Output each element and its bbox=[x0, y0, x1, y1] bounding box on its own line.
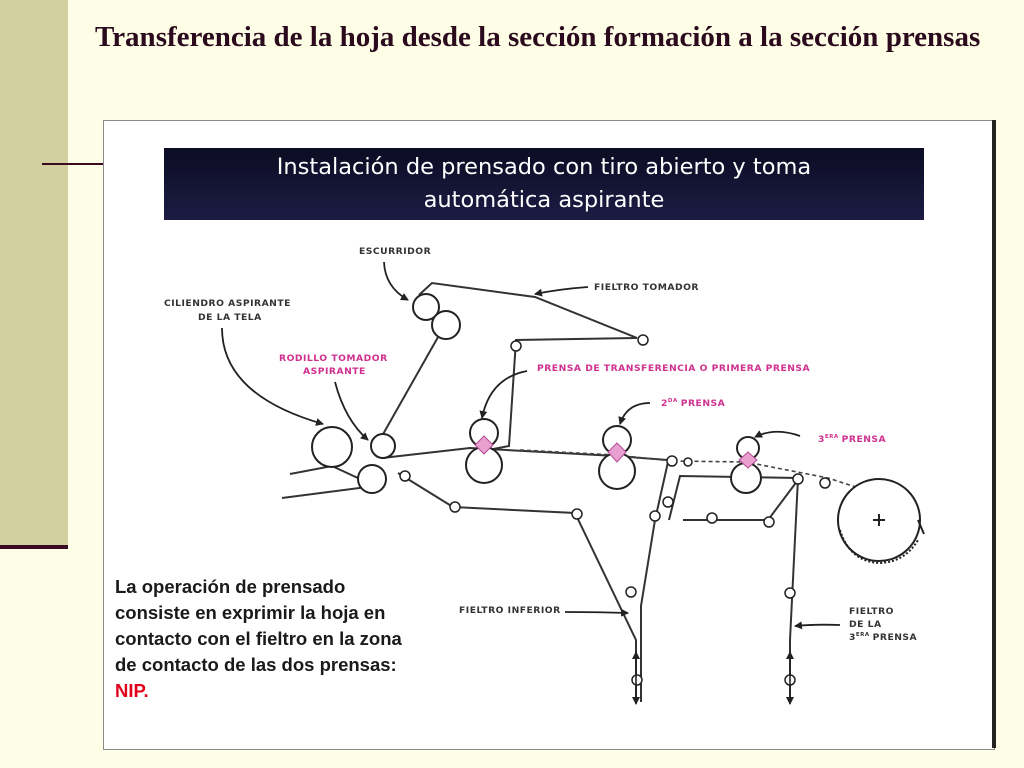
guide-roll bbox=[666, 455, 678, 467]
label-fieltro-tomador: FIELTRO TOMADOR bbox=[594, 282, 699, 293]
guide-roll bbox=[637, 334, 649, 346]
diagram-figure bbox=[103, 120, 995, 750]
figure-edge bbox=[992, 120, 996, 748]
guide-roll bbox=[631, 674, 643, 686]
paper-web-dash bbox=[519, 449, 866, 491]
caption-highlight: NIP. bbox=[115, 680, 149, 701]
caption-body: La operación de prensado consiste en exp… bbox=[115, 576, 402, 675]
label-primera-prensa: PRENSA DE TRANSFERENCIA O PRIMERA PRENSA bbox=[537, 363, 811, 374]
label-fieltro3-2: DE LA bbox=[849, 619, 882, 630]
nip-markers bbox=[474, 435, 758, 469]
arrow-cilindro bbox=[221, 327, 324, 426]
side-decoration-line bbox=[0, 545, 68, 549]
wire-section bbox=[281, 464, 379, 499]
guide-roll bbox=[510, 340, 522, 352]
wire-suction-cylinder bbox=[311, 426, 353, 468]
guide-roll bbox=[399, 470, 411, 482]
nip-marker-1 bbox=[474, 435, 494, 455]
guide-rolls bbox=[399, 334, 831, 686]
guide-roll bbox=[683, 457, 693, 467]
label-fieltro3-1: FIELTRO bbox=[849, 606, 894, 617]
top-roll bbox=[431, 310, 461, 340]
label-rodillo-1: RODILLO TOMADOR bbox=[279, 353, 388, 364]
label-cilindro-1: CILIENDRO ASPIRANTE bbox=[164, 298, 291, 309]
web-dashes bbox=[519, 449, 866, 491]
arrow-escurridor bbox=[383, 261, 409, 301]
guide-roll bbox=[792, 473, 804, 485]
arrow-segunda-prensa bbox=[618, 402, 651, 425]
banner-line-2: automática aspirante bbox=[423, 187, 665, 213]
arrow-rodillo bbox=[334, 381, 369, 441]
arrow-tercera-prensa bbox=[754, 430, 801, 438]
arrow-fieltro-inferior bbox=[564, 608, 629, 617]
arrow-primera-prensa bbox=[479, 370, 528, 419]
dryer-detail bbox=[839, 514, 925, 565]
label-cilindro-2: DE LA TELA bbox=[198, 312, 262, 323]
guide-roll bbox=[649, 510, 661, 522]
slide-title: Transferencia de la hoja desde la secció… bbox=[95, 21, 981, 53]
guide-roll bbox=[819, 477, 831, 489]
rolls bbox=[311, 293, 921, 562]
wire-lower-roll bbox=[357, 464, 387, 494]
pickup-suction-roll bbox=[370, 433, 396, 459]
title-rule bbox=[42, 163, 104, 165]
label-escurridor: ESCURRIDOR bbox=[359, 246, 431, 257]
nip-marker-3 bbox=[738, 451, 758, 469]
callout-arrows bbox=[221, 261, 841, 630]
banner-line-1: Instalación de prensado con tiro abierto… bbox=[276, 154, 812, 180]
guide-roll bbox=[571, 508, 583, 520]
guide-roll bbox=[784, 587, 796, 599]
guide-roll bbox=[625, 586, 637, 598]
arrow-fieltro-tercera bbox=[794, 621, 841, 630]
nip-marker-2 bbox=[607, 442, 627, 463]
label-rodillo-2: ASPIRANTE bbox=[303, 366, 366, 377]
bottom-felt-return bbox=[640, 461, 669, 702]
escurridor-roll bbox=[412, 293, 440, 321]
guide-roll bbox=[662, 496, 674, 508]
bottom-felt bbox=[397, 472, 637, 702]
felt-end-arrows bbox=[632, 651, 794, 705]
guide-roll bbox=[763, 516, 775, 528]
guide-roll bbox=[449, 501, 461, 513]
arrow-fieltro-tomador bbox=[534, 286, 589, 297]
guide-roll bbox=[706, 512, 718, 524]
label-fieltro-inferior: FIELTRO INFERIOR bbox=[459, 605, 561, 616]
pickup-felt-return bbox=[381, 322, 447, 437]
third-press-bottom bbox=[730, 462, 762, 494]
pickup-felt bbox=[418, 281, 638, 451]
diagram-banner: Instalación de prensado con tiro abierto… bbox=[164, 148, 924, 220]
caption-text: La operación de prensado consiste en exp… bbox=[115, 574, 425, 704]
third-felt bbox=[668, 474, 800, 702]
side-decoration-bar bbox=[0, 0, 68, 548]
